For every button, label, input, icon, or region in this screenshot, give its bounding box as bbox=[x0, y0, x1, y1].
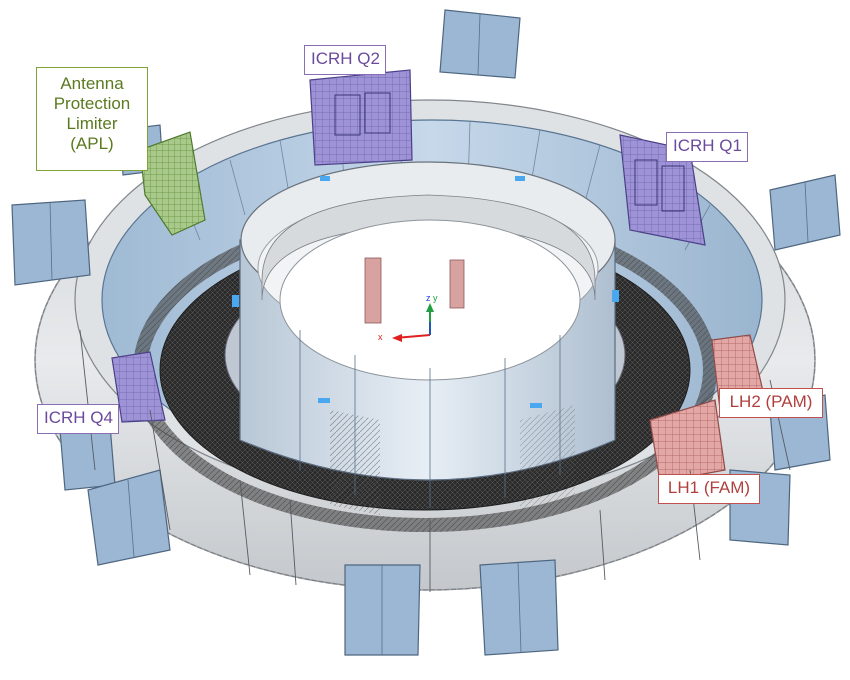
central-column bbox=[232, 161, 619, 515]
icrh-q1-antenna bbox=[619, 134, 706, 246]
port-bottom-center-1 bbox=[344, 564, 421, 656]
label-apl-line-1: Antenna bbox=[60, 74, 124, 93]
label-apl-line-4: (APL) bbox=[70, 134, 114, 153]
coordinate-axes: x z y bbox=[378, 293, 438, 342]
apl-limiter bbox=[139, 131, 206, 236]
port-details bbox=[49, 13, 809, 655]
axis-y-label: y bbox=[433, 293, 438, 303]
label-lh2-pam: LH2 (PAM) bbox=[719, 388, 823, 418]
label-apl: Antenna Protection Limiter (APL) bbox=[36, 67, 148, 171]
axis-x-label: x bbox=[378, 332, 383, 342]
label-lh1-fam: LH1 (FAM) bbox=[658, 474, 760, 504]
label-apl-line-2: Protection bbox=[53, 94, 131, 113]
icrh-q4-antenna bbox=[111, 351, 166, 423]
lh1-fam-antenna bbox=[649, 399, 726, 483]
label-icrh-q4: ICRH Q4 bbox=[37, 404, 119, 434]
label-apl-line-3: Limiter bbox=[66, 114, 118, 133]
icrh-q2-antenna bbox=[309, 69, 413, 166]
port-left-lower bbox=[59, 424, 116, 491]
port-top bbox=[439, 9, 521, 79]
port-upper-right bbox=[769, 174, 841, 251]
label-icrh-q1: ICRH Q1 bbox=[666, 132, 748, 162]
label-icrh-q2: ICRH Q2 bbox=[304, 45, 386, 75]
port-bottom-left bbox=[87, 469, 171, 566]
port-bottom-center-2 bbox=[479, 559, 559, 656]
axis-z-label: z bbox=[426, 293, 431, 303]
